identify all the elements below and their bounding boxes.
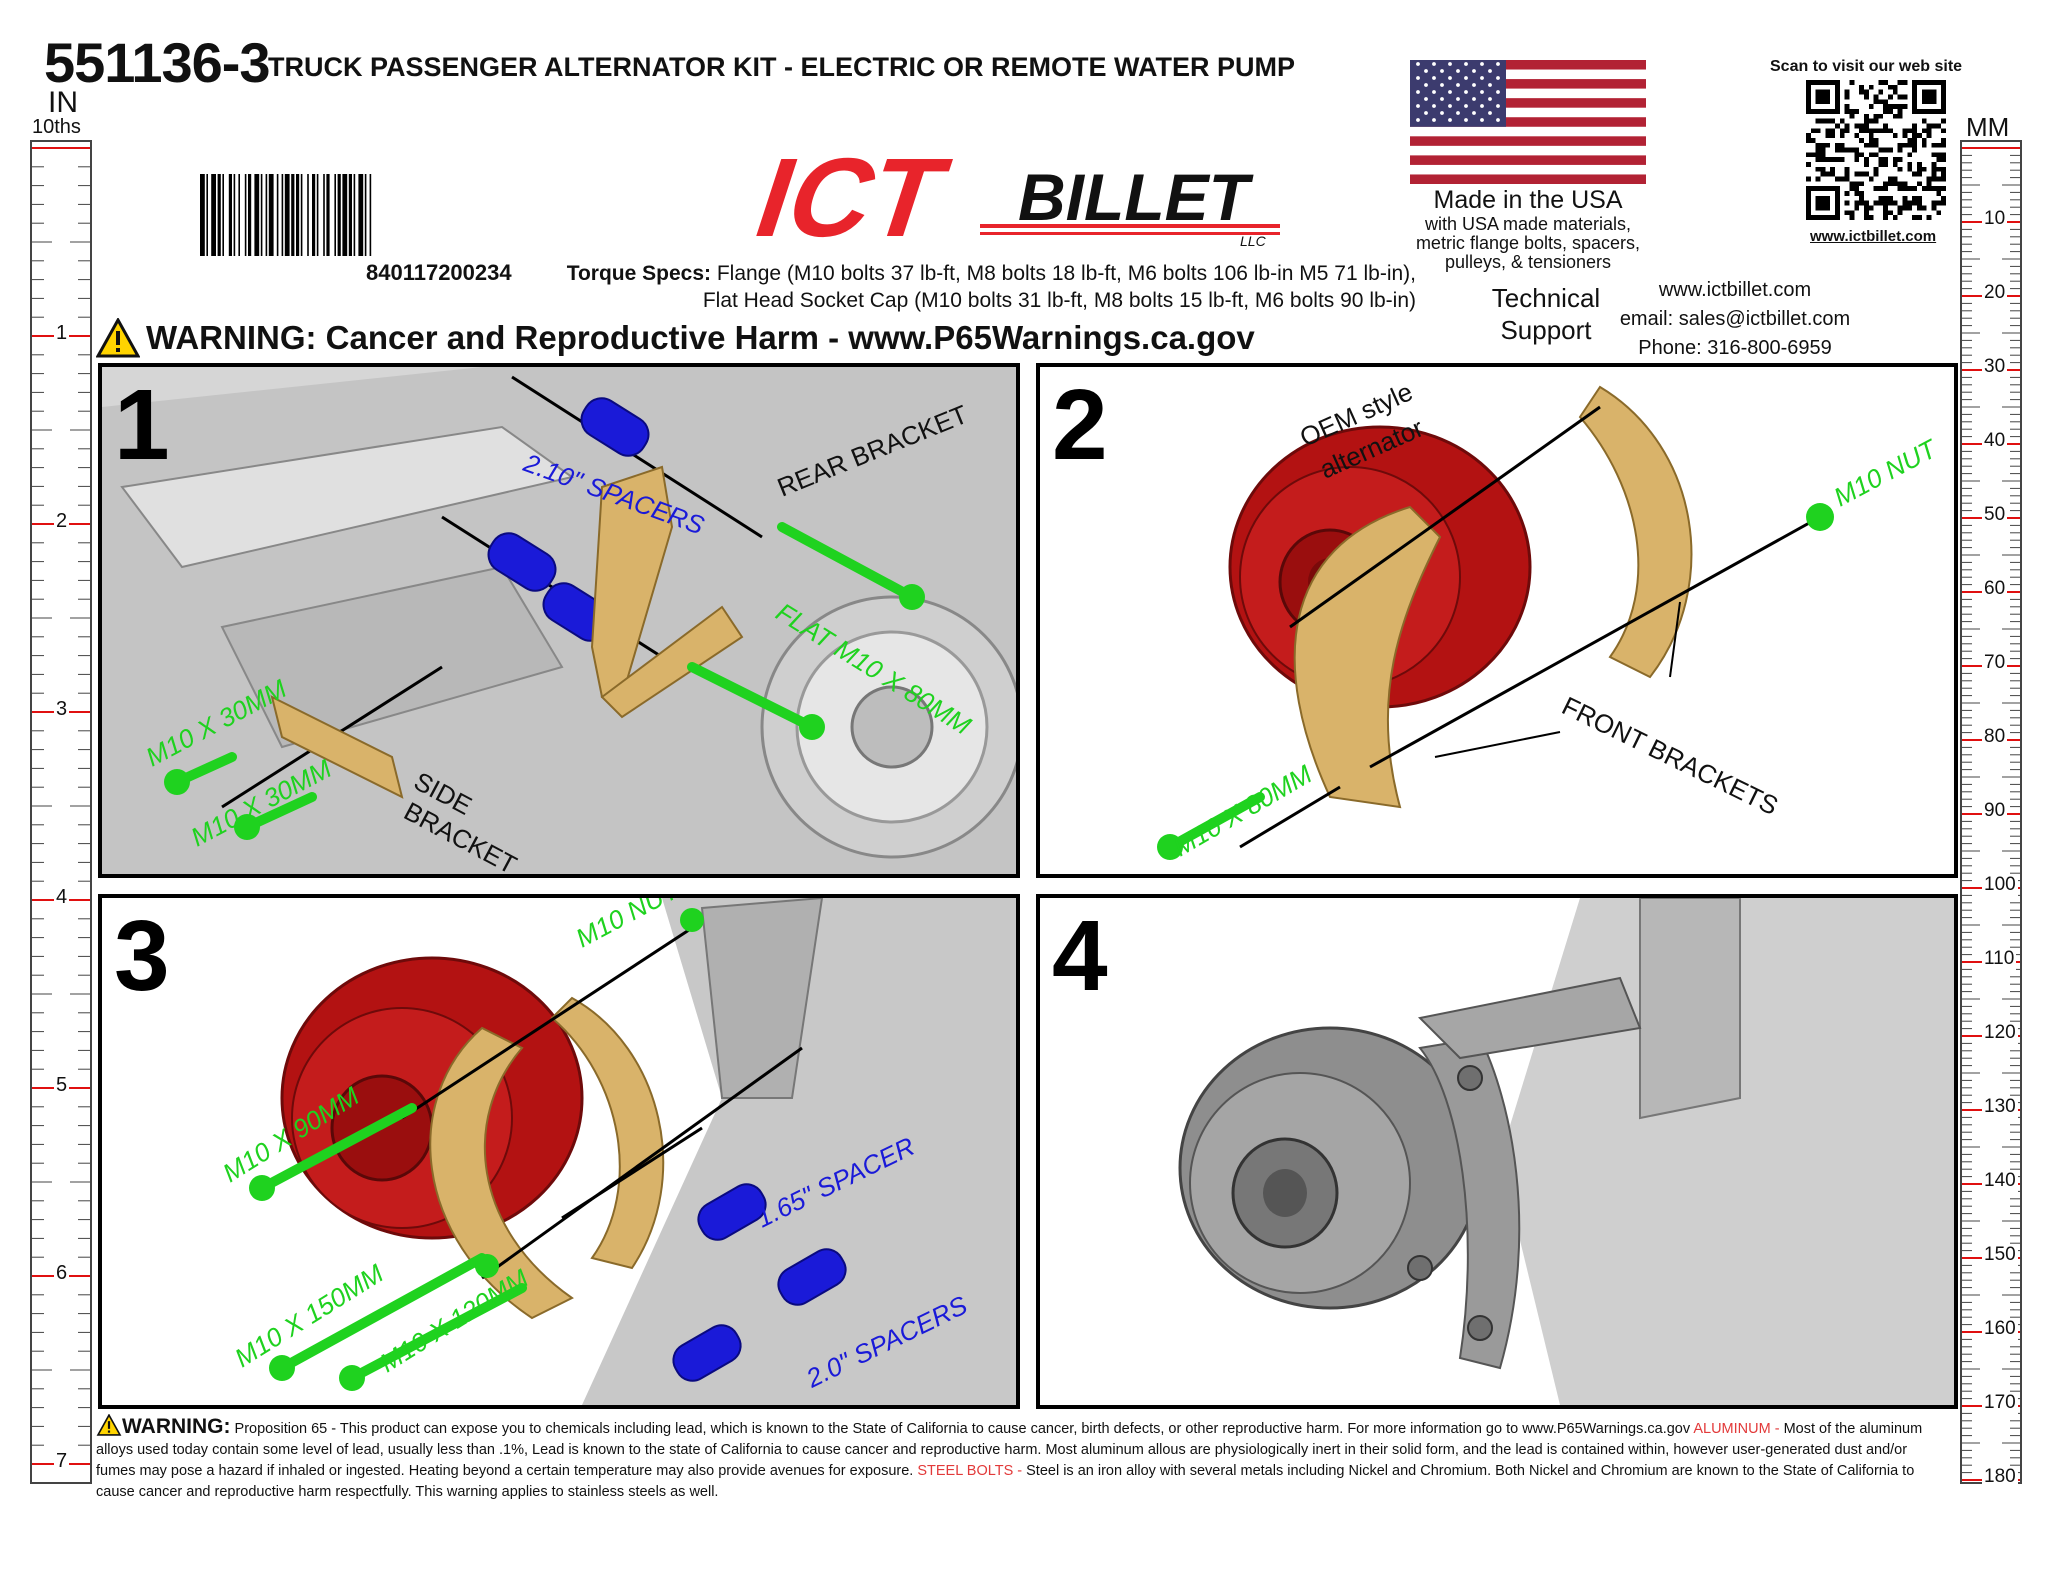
footer-warning-icon xyxy=(96,1413,122,1436)
mm-label-60: 60 xyxy=(1982,578,2008,600)
step-3-illustration: M10 NUT M10 X 90MM 1.65" SPACER M10 X 15… xyxy=(217,898,1016,1405)
mm-label-100: 100 xyxy=(1982,874,2018,896)
footer-prop65-text: Proposition 65 - This product can expose… xyxy=(230,1421,1691,1437)
mm-label-70: 70 xyxy=(1982,652,2008,674)
step-1-illustration: 2.10" SPACERS REAR BRACKET FLAT M10 X 80… xyxy=(102,367,1016,874)
mm-label-40: 40 xyxy=(1982,430,2008,452)
torque-specs: Torque Specs: Flange (M10 bolts 37 lb-ft… xyxy=(536,260,1416,314)
torque-line1: Flange (M10 bolts 37 lb-ft, M8 bolts 18 … xyxy=(716,262,1416,285)
prop65-warning: WARNING: Cancer and Reproductive Harm - … xyxy=(96,318,1255,358)
mm-label-50: 50 xyxy=(1982,504,2008,526)
made-in-usa: Made in the USA with USA made materials,… xyxy=(1390,186,1666,272)
step-3-number: 3 xyxy=(114,900,170,1012)
torque-label: Torque Specs: xyxy=(566,262,711,285)
tech-line1: Technical xyxy=(1491,283,1601,313)
logo-ict: ICT xyxy=(741,140,962,250)
made-line3: pulleys, & tensioners xyxy=(1444,252,1612,272)
prop65-warning-text: WARNING: Cancer and Reproductive Harm - … xyxy=(146,319,1255,356)
kit-title: TRUCK PASSENGER ALTERNATOR KIT - ELECTRI… xyxy=(268,52,1296,82)
mm-label-30: 30 xyxy=(1982,356,2008,378)
ruler-unit-mm: MM xyxy=(1966,112,2010,142)
support-phone: Phone: 316-800-6959 xyxy=(1638,337,1832,359)
inch-label-3: 3 xyxy=(54,698,70,721)
step-3-panel: M10 NUT M10 X 90MM 1.65" SPACER M10 X 15… xyxy=(98,894,1020,1409)
torque-line2: Flat Head Socket Cap (M10 bolts 31 lb-ft… xyxy=(702,289,1416,312)
step-1-panel: 2.10" SPACERS REAR BRACKET FLAT M10 X 80… xyxy=(98,363,1020,878)
qr-scan-text: Scan to visit our web site xyxy=(1770,58,1963,75)
green-bolts-3 xyxy=(257,1103,527,1383)
front-bracket-right xyxy=(1578,385,1693,679)
assembled-alternator xyxy=(1178,1026,1482,1310)
mm-label-180: 180 xyxy=(1982,1466,2018,1488)
label-m10-nut: M10 NUT xyxy=(1829,433,1943,513)
made-in-usa-title: Made in the USA xyxy=(1433,186,1623,214)
made-line1: with USA made materials, xyxy=(1424,214,1632,234)
step-2-panel: OEM style alternator M10 NUT M10 X 80MM … xyxy=(1036,363,1958,878)
footer-warning-label: WARNING: xyxy=(122,1415,231,1438)
inch-label-7: 7 xyxy=(54,1450,70,1473)
logo-billet: BILLET xyxy=(1018,160,1254,234)
qr-code-icon[interactable] xyxy=(1806,80,1946,220)
made-in-usa-sub: with USA made materials, metric flange b… xyxy=(1390,215,1666,272)
step-4-illustration xyxy=(1178,898,1954,1405)
footer-steel-label: STEEL BOLTS - xyxy=(917,1463,1023,1479)
contact-info: www.ictbillet.com email: sales@ictbillet… xyxy=(1600,276,1870,363)
mm-label-20: 20 xyxy=(1982,282,2008,304)
side-bracket xyxy=(270,695,404,799)
mm-label-170: 170 xyxy=(1982,1392,2018,1414)
us-flag-icon xyxy=(1410,60,1646,184)
inch-label-5: 5 xyxy=(54,1074,70,1097)
step-4-number: 4 xyxy=(1052,900,1108,1012)
tech-line2: Support xyxy=(1500,315,1592,345)
footer-warning: WARNING: Proposition 65 - This product c… xyxy=(96,1413,1926,1503)
footer-aluminum-text: Most of the aluminum alloys used today c… xyxy=(96,1421,1923,1479)
qr-url-link[interactable]: www.ictbillet.com xyxy=(1810,228,1937,245)
footer-aluminum-label: ALUMINUM - xyxy=(1693,1421,1780,1437)
support-email-link[interactable]: email: sales@ictbillet.com xyxy=(1619,308,1851,330)
mm-label-130: 130 xyxy=(1982,1096,2018,1118)
step-4-panel: 4 xyxy=(1036,894,1958,1409)
barcode-number: 840117200234 xyxy=(366,260,512,285)
inch-label-6: 6 xyxy=(54,1262,70,1285)
mm-label-140: 140 xyxy=(1982,1170,2018,1192)
label-m10-120: M10 X 120MM xyxy=(374,1263,534,1378)
mm-label-120: 120 xyxy=(1982,1022,2018,1044)
mm-label-160: 160 xyxy=(1982,1318,2018,1340)
ruler-unit-in: IN xyxy=(48,86,78,119)
step-2-number: 2 xyxy=(1052,369,1108,481)
ruler-unit-tenths: 10ths xyxy=(32,116,81,138)
inch-label-2: 2 xyxy=(54,510,70,533)
inch-label-4: 4 xyxy=(54,886,70,909)
made-line2: metric flange bolts, spacers, xyxy=(1415,233,1641,253)
mm-label-80: 80 xyxy=(1982,726,2008,748)
technical-support-label: Technical Support xyxy=(1486,282,1606,346)
mm-label-110: 110 xyxy=(1982,948,2017,970)
inch-label-1: 1 xyxy=(54,322,70,345)
rear-bracket-base xyxy=(600,605,744,719)
warning-triangle-icon xyxy=(96,318,140,358)
step-1-number: 1 xyxy=(114,369,170,481)
ict-billet-logo: ICT BILLET LLC xyxy=(741,140,1280,250)
footer-steel-text: Steel is an iron alloy with several meta… xyxy=(96,1463,1915,1500)
barcode-image xyxy=(200,174,372,256)
front-bracket-left xyxy=(1293,505,1442,809)
mm-label-90: 90 xyxy=(1982,800,2008,822)
support-website-link[interactable]: www.ictbillet.com xyxy=(1658,279,1812,301)
logo-llc: LLC xyxy=(1240,233,1267,249)
mm-label-10: 10 xyxy=(1982,208,2008,230)
step-2-illustration: OEM style alternator M10 NUT M10 X 80MM … xyxy=(1157,376,1943,862)
part-number: 551136-3 xyxy=(44,31,271,94)
label-front-brackets: FRONT BRACKETS xyxy=(1557,690,1783,821)
mm-label-150: 150 xyxy=(1982,1244,2018,1266)
